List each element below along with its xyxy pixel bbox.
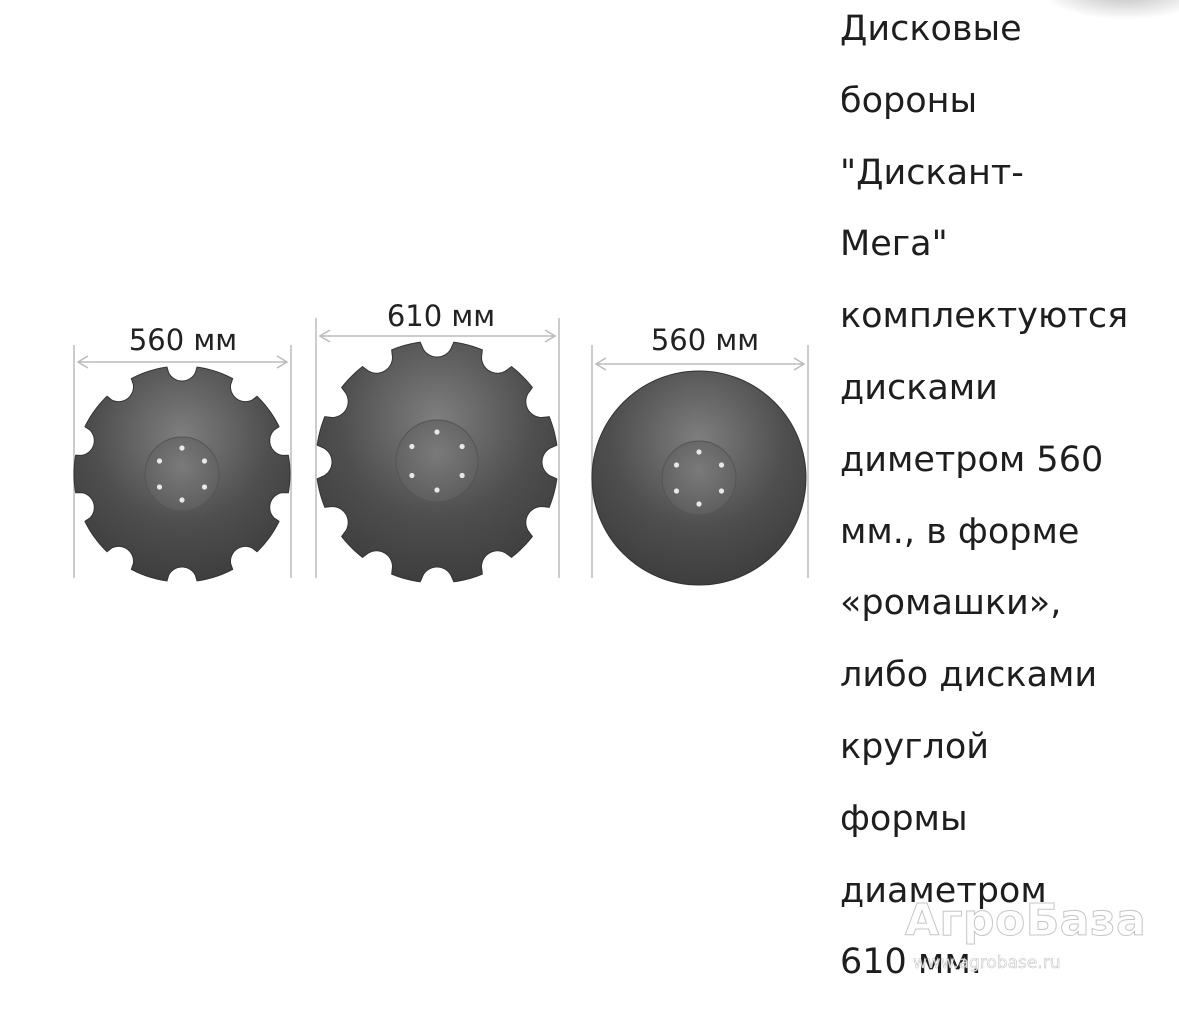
disc-3-arrow-left — [594, 357, 607, 371]
description-line: бороны — [840, 80, 978, 121]
disc-3-arrow-right — [793, 357, 806, 371]
description-line: либо дисками — [840, 655, 1098, 696]
disc-1-bolt-hole — [156, 458, 163, 464]
disc-3-hub — [661, 440, 737, 516]
disc-3: 560 мм — [591, 323, 809, 586]
description-line: диметром 560 — [840, 439, 1104, 480]
disc-2: 610 мм — [315, 299, 560, 583]
disc-1-dimension-label: 560 мм — [129, 323, 237, 357]
disc-1-arrow-left — [76, 355, 89, 369]
disc-2-dimension-label: 610 мм — [387, 299, 495, 333]
disc-2-bolt-hole — [409, 472, 415, 479]
disc-3-bolt-hole — [696, 449, 702, 455]
disc-1-bolt-hole — [179, 497, 185, 503]
disc-3-bolt-hole — [673, 488, 680, 494]
disc-3-bolt-hole — [718, 488, 725, 494]
description-line: круглой — [840, 726, 989, 767]
description-line: дисками — [840, 367, 998, 408]
disc-2-bolt-hole — [409, 443, 415, 450]
disc-2-hub — [395, 419, 479, 503]
description-line: Дисковые — [840, 9, 1022, 49]
description-text: Дисковые бороны "Дискант- Мега" комплектуютс… — [840, 0, 1170, 999]
disc-3-bolt-hole — [696, 501, 702, 507]
description-line: 610 мм. — [840, 942, 982, 983]
disc-1-arrow-right — [276, 355, 289, 369]
disc-1: 560 мм — [73, 323, 292, 582]
description-line: диаметром — [840, 870, 1047, 911]
description-line: комплектуются — [840, 296, 1129, 337]
disc-1-bolt-hole — [201, 458, 208, 464]
description-line: Мега" — [840, 224, 948, 265]
description-line: «ромашки», — [840, 583, 1062, 624]
disc-3-dimension-label: 560 мм — [651, 323, 759, 357]
disc-1-hub — [144, 436, 220, 512]
description-line: "Дискант- — [840, 152, 1024, 193]
disc-1-bolt-hole — [156, 484, 163, 490]
disc-2-bolt-hole — [459, 443, 465, 450]
disc-dimensions-figure: 560 мм 610 мм 560 мм — [73, 299, 809, 586]
description-line: мм., в форме — [840, 511, 1080, 552]
disc-1-bolt-hole — [179, 445, 185, 451]
disc-3-bolt-hole — [673, 462, 680, 468]
disc-2-bolt-hole — [434, 429, 440, 435]
disc-1-bolt-hole — [201, 484, 208, 490]
disc-2-arrow-right — [544, 329, 557, 343]
disc-2-bolt-hole — [459, 472, 465, 479]
disc-2-arrow-left — [318, 329, 331, 343]
description-line: формы — [840, 798, 968, 839]
disc-3-bolt-hole — [718, 462, 725, 468]
disc-2-bolt-hole — [434, 487, 440, 493]
